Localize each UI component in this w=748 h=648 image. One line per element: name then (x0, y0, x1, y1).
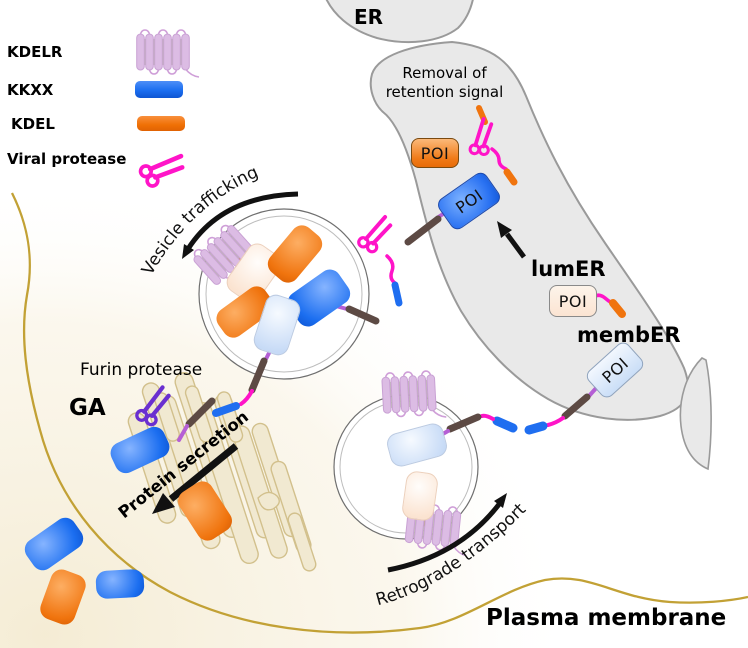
furin-protease-label: Furin protease (80, 360, 203, 380)
legend-kdelr-label: KDELR (7, 43, 63, 61)
plasma-membrane-line (10, 192, 748, 634)
vesicle-1-inner (205, 215, 363, 373)
protein-secretion-arrowhead (152, 493, 175, 514)
legend-kkxx-label: KKXX (7, 81, 54, 99)
removal-of-retention-signal-label: Removal of retention signal (362, 64, 527, 102)
cargo-kkxx (95, 568, 145, 600)
er-top-blob (325, 0, 474, 44)
plasma-membrane-label: Plasma membrane (486, 605, 727, 631)
legend-viral-protease-label: Viral protease (7, 150, 127, 168)
legend-kdel-label: KDEL (11, 115, 55, 133)
ga-label: GA (69, 395, 106, 421)
er-label: ER (354, 5, 384, 29)
er-side-blob (679, 357, 712, 471)
golgi-apparatus (127, 372, 317, 572)
lumer-label: lumER (531, 257, 606, 281)
retrograde-arrowhead (494, 493, 507, 508)
lumer-arrowhead (497, 221, 512, 238)
kkxx-swatch (135, 81, 183, 98)
poi-box-kdel-cleaved: POI (411, 138, 459, 168)
removal-line1: Removal of (402, 64, 487, 82)
poi-box-lumer: POI (549, 285, 597, 317)
arrows (152, 191, 527, 573)
removal-line2: retention signal (385, 83, 504, 101)
kdel-swatch (137, 116, 185, 131)
vesicle-trafficking-arrowhead (182, 244, 194, 259)
member-label: membER (577, 323, 681, 347)
